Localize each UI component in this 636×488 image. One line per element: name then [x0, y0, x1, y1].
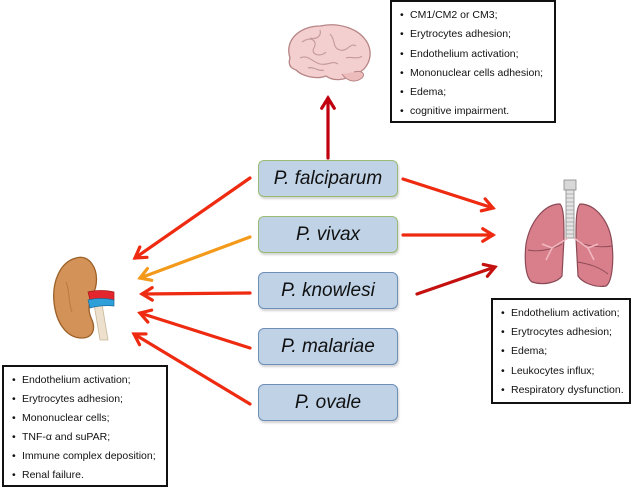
arrow-knowlesi-to-kidney — [138, 286, 252, 302]
species-box-knowlesi: P. knowlesi — [258, 272, 398, 309]
lung-effects-box: Endothelium activation; Erytrocytes adhe… — [491, 298, 631, 404]
arrow-shaft — [138, 235, 252, 280]
arrow-falciparum-to-kidney — [132, 176, 252, 260]
arrow-shaft — [138, 311, 252, 350]
effect-item: Mononuclear cells adhesion; — [400, 64, 548, 84]
arrow-shaft — [133, 176, 252, 260]
arrow-head — [132, 245, 149, 260]
arrow-head — [137, 308, 154, 324]
kidney-icon — [53, 256, 115, 341]
species-box-vivax: P. vivax — [258, 216, 398, 253]
arrow-shaft — [415, 265, 497, 296]
arrow-head — [481, 262, 498, 278]
species-box-malariae: P. malariae — [258, 328, 398, 365]
arrow-head — [138, 286, 154, 302]
effect-item: Erytrocytes adhesion; — [12, 390, 160, 409]
effect-item: Edema; — [400, 83, 548, 103]
arrow-malariae-to-kidney — [137, 308, 252, 350]
effect-item: Erytrocytes adhesion; — [400, 25, 548, 45]
arrow-head — [479, 197, 496, 213]
effect-item: Endothelium activation; — [501, 304, 623, 323]
effect-item: TNF-α and suPAR; — [12, 428, 160, 447]
effect-item: Leukocytes influx; — [501, 362, 623, 381]
species-box-ovale: P. ovale — [258, 384, 398, 421]
species-label: P. malariae — [281, 335, 375, 357]
effect-item: cognitive impairment. — [400, 102, 548, 122]
brain-icon — [288, 24, 371, 82]
arrow-ovale-to-kidney — [131, 332, 252, 406]
effect-item: Endothelium activation; — [12, 371, 160, 390]
effect-item: Endothelium activation; — [400, 45, 548, 65]
arrow-knowlesi-to-lungs — [415, 262, 498, 296]
effect-item: Renal failure. — [12, 466, 160, 485]
brain-effects-box: CM1/CM2 or CM3; Erytrocytes adhesion; En… — [390, 0, 556, 123]
arrow-vivax-to-lungs — [401, 227, 497, 243]
species-label: P. knowlesi — [281, 279, 375, 301]
effect-item: Mononuclear cells; — [12, 409, 160, 428]
effect-item: Immune complex deposition; — [12, 447, 160, 466]
kidney-effects-box: Endothelium activation; Erytrocytes adhe… — [2, 365, 168, 487]
arrow-shaft — [132, 332, 252, 406]
species-label: P. ovale — [294, 391, 362, 413]
arrow-falciparum-to-brain — [320, 94, 336, 160]
effect-item: CM1/CM2 or CM3; — [400, 6, 548, 26]
species-box-falciparum: P. falciparum — [258, 160, 398, 197]
arrow-head — [481, 227, 497, 243]
effect-item: Erytrocytes adhesion; — [501, 323, 623, 342]
arrow-head — [137, 266, 154, 282]
arrow-falciparum-to-lungs — [401, 177, 496, 213]
effect-item: Respiratory dysfunction. — [501, 381, 624, 400]
effect-item: Edema; — [501, 342, 623, 361]
arrow-shaft — [401, 177, 495, 210]
arrow-shaft — [140, 291, 252, 296]
arrow-head — [131, 332, 148, 347]
arrow-vivax-to-kidney — [137, 235, 252, 282]
arrow-head — [320, 94, 336, 110]
species-label: P. falciparum — [273, 167, 383, 189]
lungs-icon — [524, 179, 614, 287]
species-label: P. vivax — [295, 223, 361, 245]
